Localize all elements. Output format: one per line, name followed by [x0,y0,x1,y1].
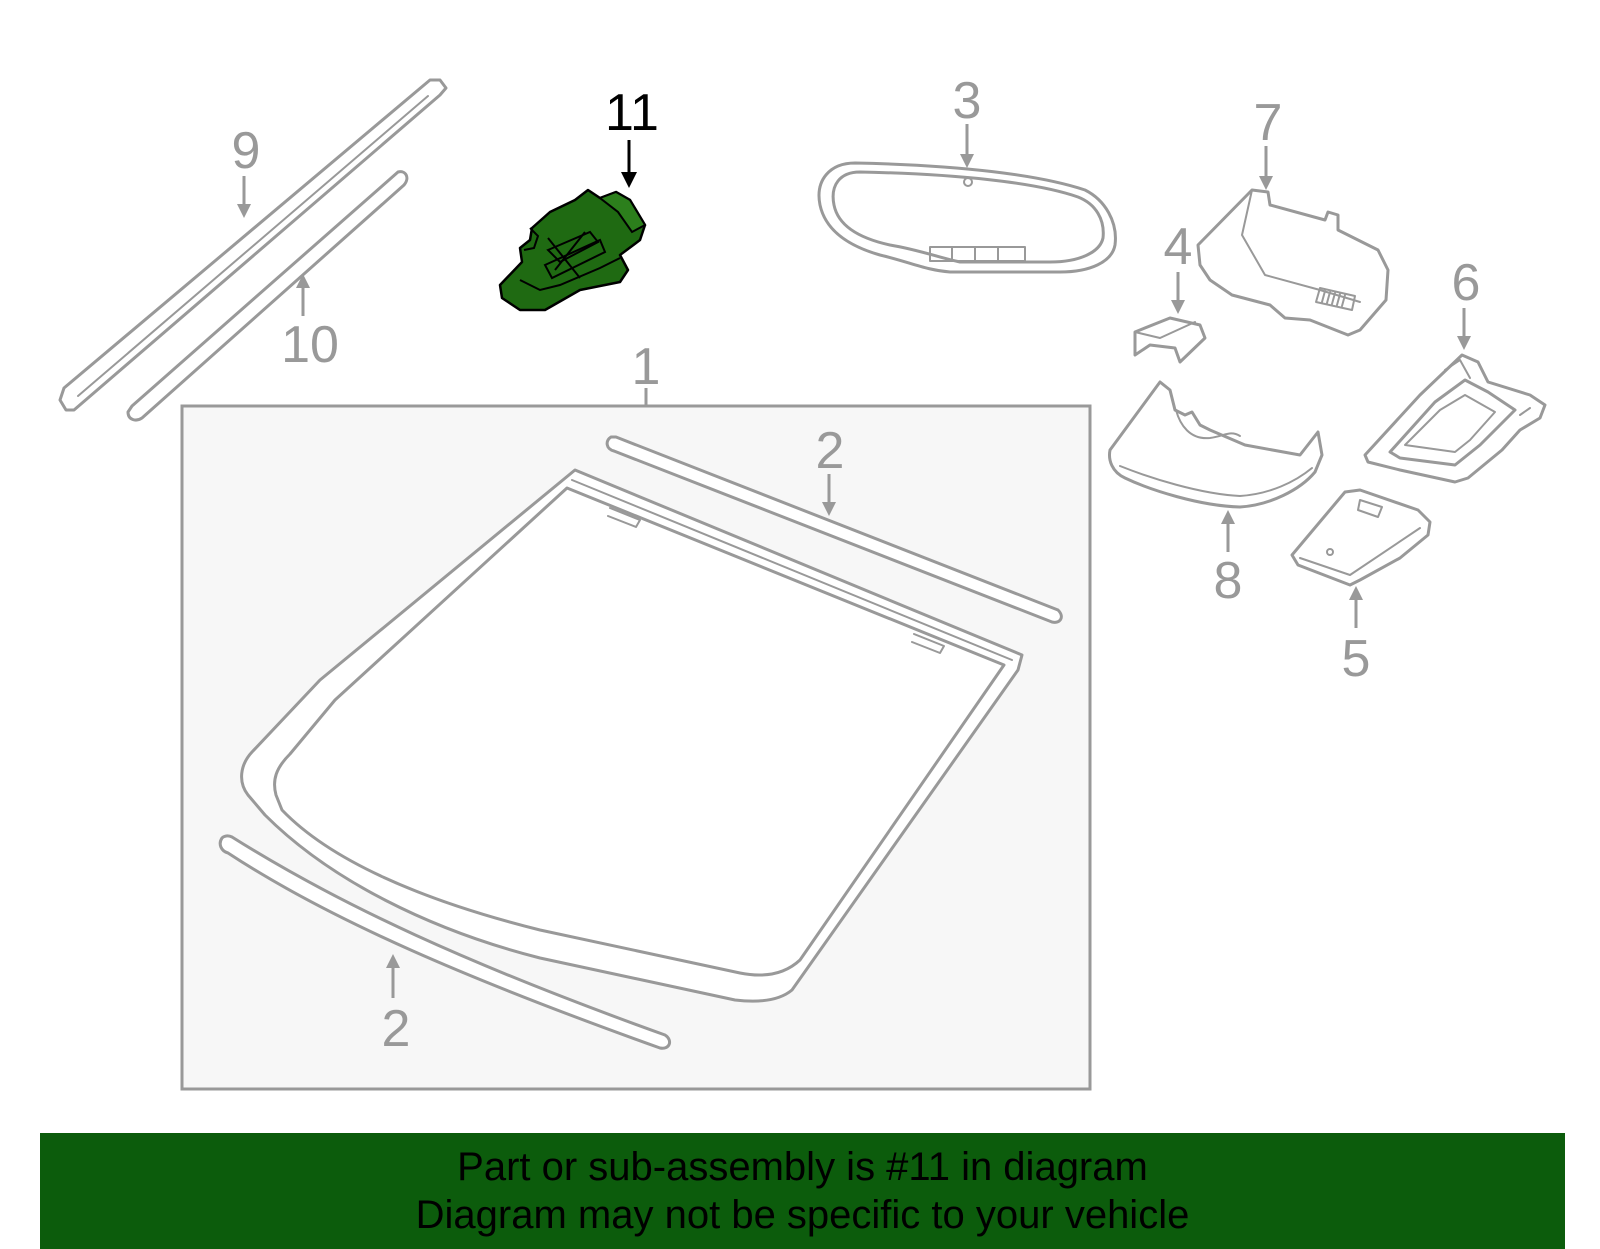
arrowhead-11 [621,172,637,188]
moulding-lower[interactable] [218,834,672,1050]
label-2-top[interactable]: 2 [816,422,845,480]
trim-strip-10[interactable] [126,170,409,422]
label-4[interactable]: 4 [1164,218,1193,276]
windshield-glass[interactable] [240,468,1024,1003]
sensor-cover-part-7[interactable] [1196,188,1390,337]
label-8[interactable]: 8 [1214,552,1243,610]
arrowhead-2-bottom [386,954,400,968]
label-2-bottom[interactable]: 2 [382,1000,411,1058]
label-3[interactable]: 3 [953,72,982,130]
arrowhead-6 [1457,336,1471,350]
moulding-upper[interactable] [605,435,1063,624]
module-part-5[interactable] [1290,488,1432,587]
label-10[interactable]: 10 [281,316,339,374]
arrowhead-5 [1349,586,1363,600]
label-9[interactable]: 9 [232,122,261,180]
arrowhead-4 [1171,300,1185,314]
arrowhead-9 [237,204,251,218]
label-6[interactable]: 6 [1452,254,1481,312]
trim-strip-9[interactable] [58,78,448,412]
bracket-part-6[interactable] [1363,353,1547,484]
clip-part-4[interactable] [1133,316,1207,364]
arrowhead-3 [960,154,974,168]
banner-line-1: Part or sub-assembly is #11 in diagram [457,1145,1148,1189]
arrowhead-7 [1259,176,1273,190]
label-11[interactable]: 11 [605,84,659,142]
label-1[interactable]: 1 [632,338,661,396]
arrowhead-8 [1221,510,1235,524]
mirror-cover-part-8[interactable] [1108,380,1324,509]
rain-sensor-part-11[interactable] [498,188,647,312]
info-banner: Part or sub-assembly is #11 in diagram D… [40,1133,1565,1249]
banner-line-2: Diagram may not be specific to your vehi… [415,1193,1190,1237]
label-5[interactable]: 5 [1342,630,1371,688]
rearview-mirror-part-3[interactable] [817,161,1117,274]
label-7[interactable]: 7 [1254,94,1283,152]
arrowhead-2-top [822,502,836,516]
arrowhead-10 [296,274,310,288]
